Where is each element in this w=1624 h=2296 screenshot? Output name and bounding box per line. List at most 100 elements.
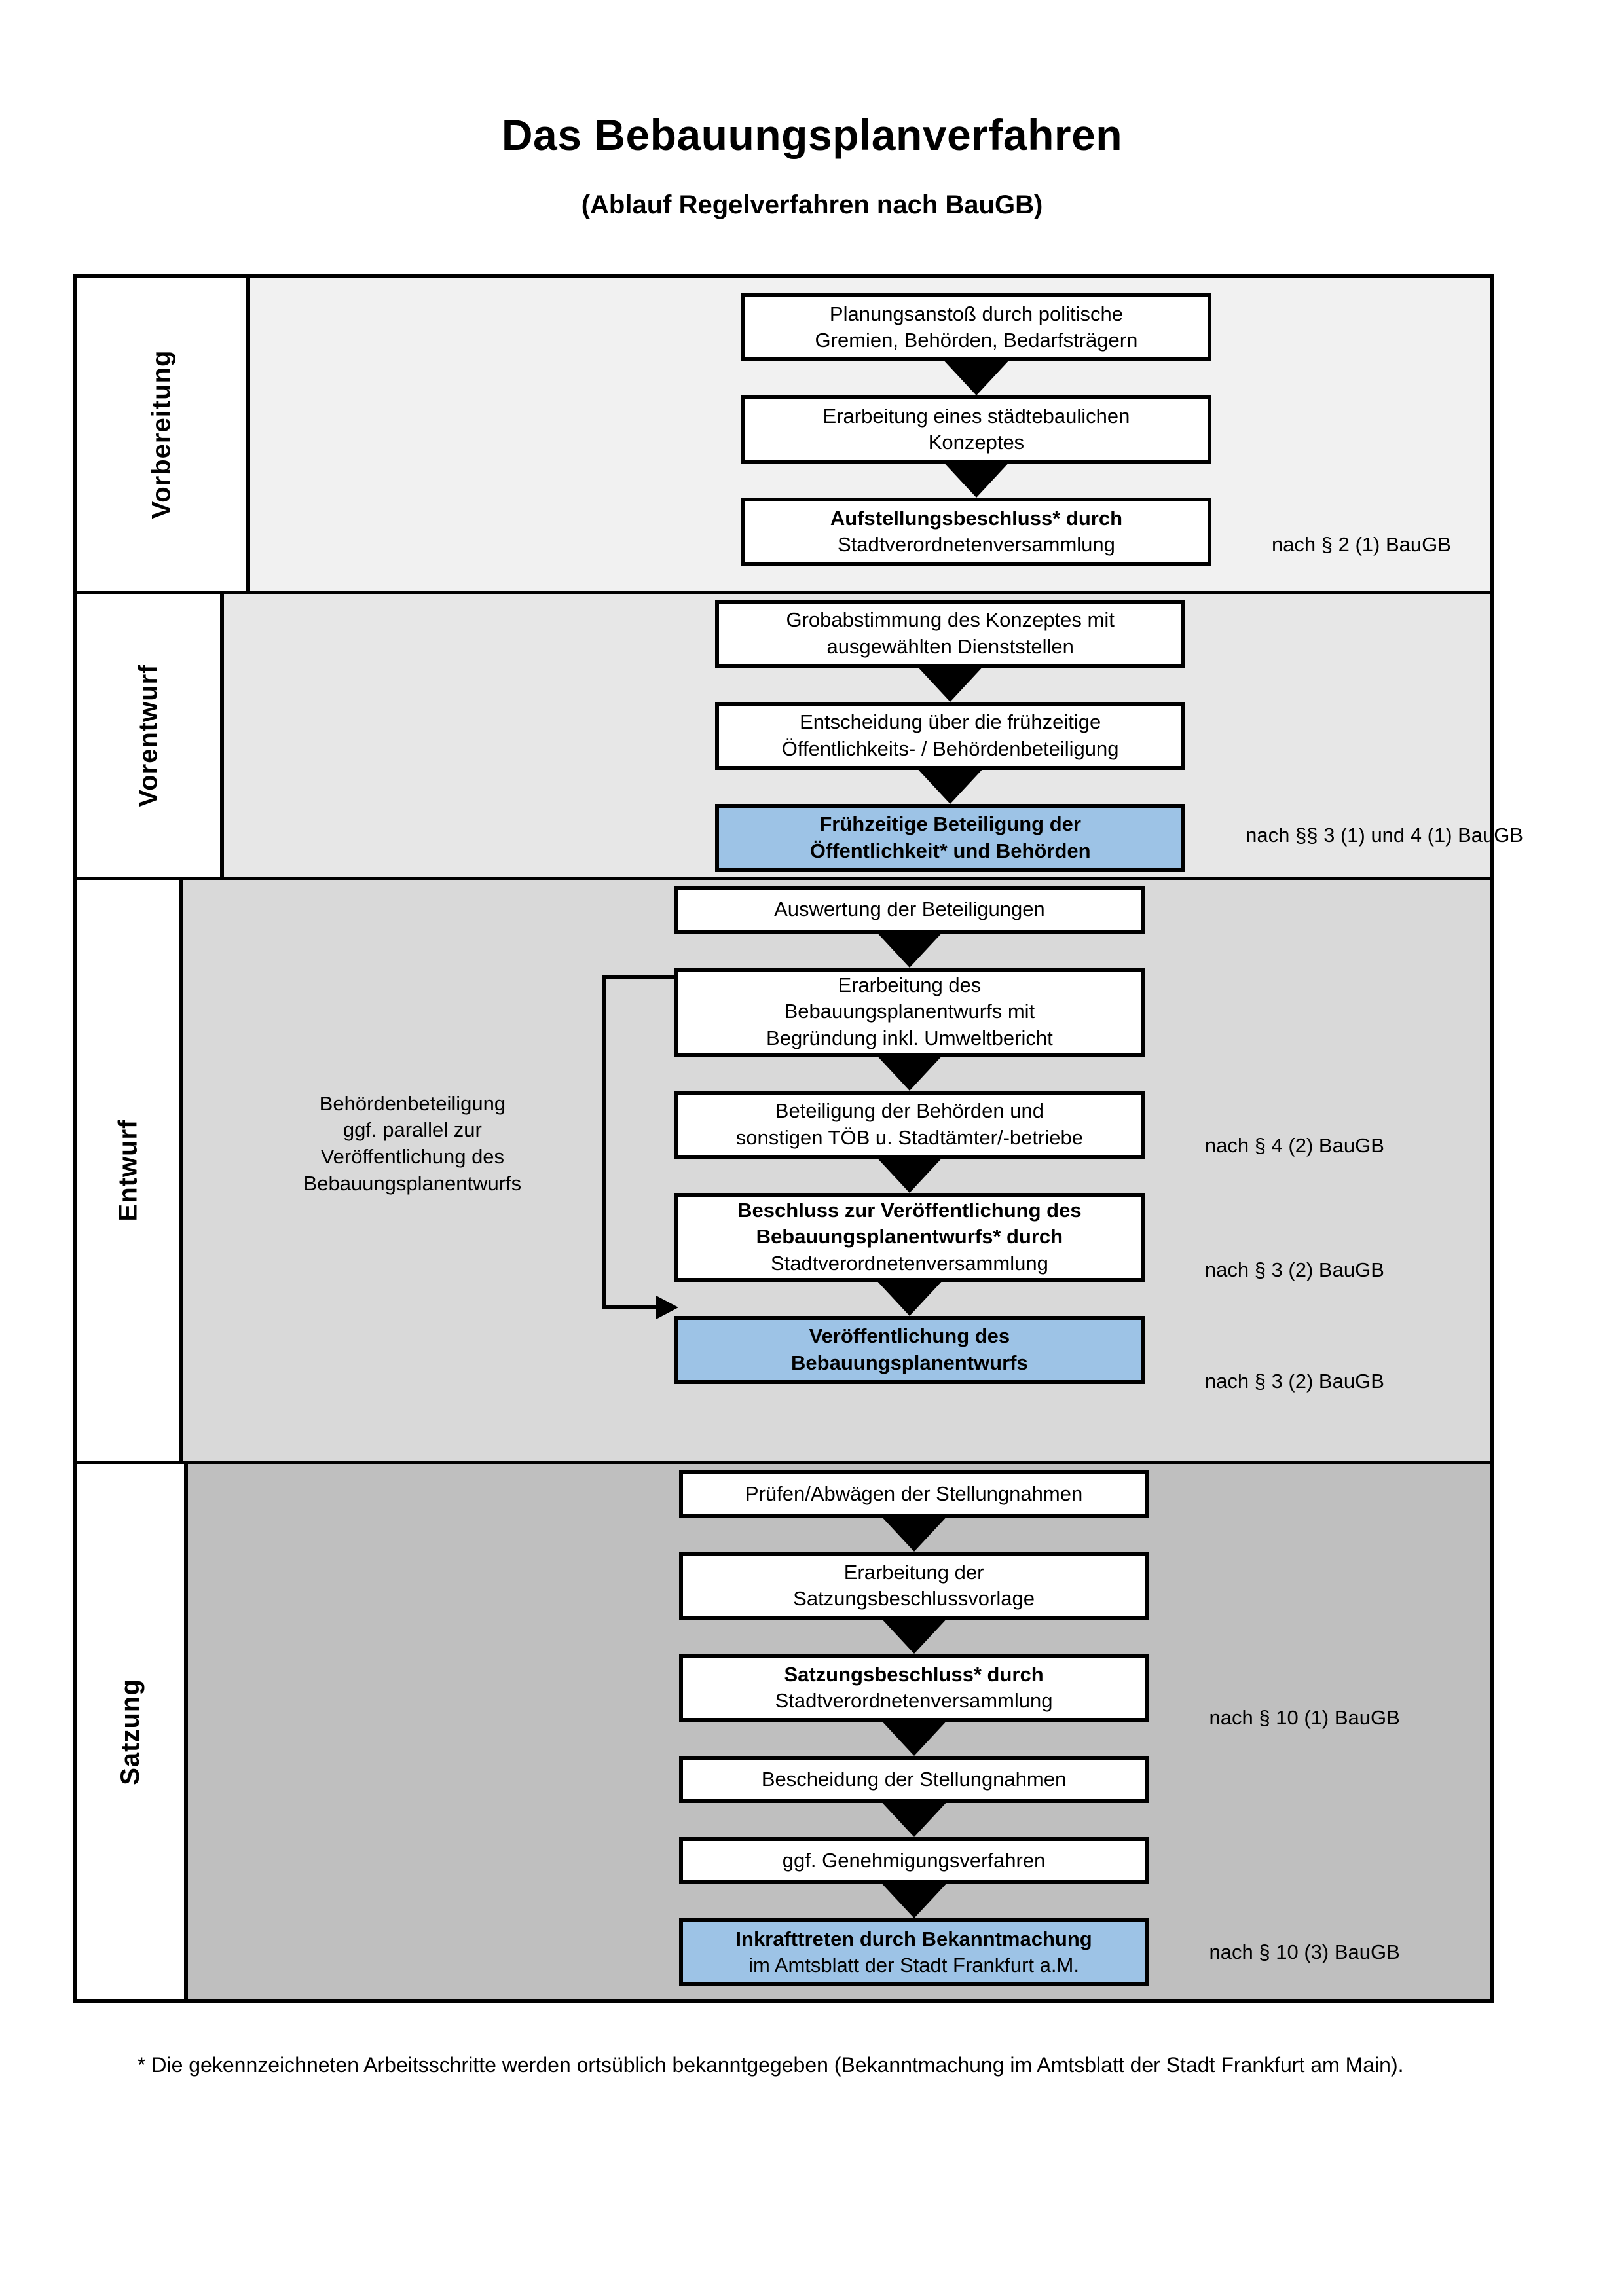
flow-arrow-down-icon: [741, 464, 1211, 498]
node-line: Bebauungsplanentwurfs mit: [784, 1000, 1035, 1023]
sidenote-line: Bebauungsplanentwurfs: [303, 1172, 522, 1195]
node-line: Bebauungsplanentwurfs: [791, 1351, 1028, 1374]
legal-reference: nach § 10 (3) BauGB: [1209, 1941, 1400, 1964]
phase-body-vorbereitung: Planungsanstoß durch politische Gremien,…: [249, 278, 1490, 591]
flow-arrow-down-icon: [741, 361, 1211, 395]
parallel-branch-connector: [602, 975, 678, 1319]
node-line: Stadtverordnetenversammlung: [837, 533, 1115, 556]
node-line: Satzungsbeschlussvorlage: [793, 1587, 1035, 1611]
node-line: im Amtsblatt der Stadt Frankfurt a.M.: [748, 1954, 1079, 1977]
node-line: Planungsanstoß durch politische: [829, 302, 1123, 325]
legal-reference: nach §§ 3 (1) und 4 (1) BauGB: [1246, 823, 1524, 847]
flow-arrow-down-icon: [715, 770, 1185, 804]
node-line: ggf. Genehmigungsverfahren: [782, 1849, 1046, 1872]
legal-reference: nach § 2 (1) BauGB: [1271, 533, 1451, 556]
node-line: Erarbeitung eines städtebaulichen: [822, 404, 1130, 428]
footnote: * Die gekennzeichneten Arbeitsschritte w…: [138, 2053, 1404, 2077]
node-line: Bebauungsplanentwurfs* durch: [756, 1225, 1063, 1248]
node-line: Inkrafttreten durch Bekanntmachung: [735, 1927, 1092, 1950]
phase-label-satzung: Satzung: [77, 1464, 188, 1999]
flow-node-planungsanstoss[interactable]: Planungsanstoß durch politische Gremien,…: [741, 293, 1211, 361]
flow-node-bescheidung-stellungnahmen[interactable]: Bescheidung der Stellungnahmen: [678, 1756, 1149, 1804]
node-line: Gremien, Behörden, Bedarfsträgern: [815, 329, 1138, 352]
node-line: Bescheidung der Stellungnahmen: [761, 1768, 1067, 1791]
node-line: Öffentlichkeits- / Behördenbeteiligung: [781, 737, 1119, 760]
sidenote-line: ggf. parallel zur: [342, 1118, 482, 1142]
page-subtitle: (Ablauf Regelverfahren nach BauGB): [581, 190, 1043, 219]
phase-band-entwurf: Entwurf Behördenbeteiligung ggf. paralle…: [77, 879, 1490, 1465]
node-line: Erarbeitung der: [843, 1560, 984, 1584]
node-line: Konzeptes: [928, 431, 1025, 454]
node-line: Frühzeitige Beteiligung der: [819, 812, 1081, 836]
flow-arrow-down-icon: [679, 1518, 1149, 1552]
flow-node-beschluss-veroeffentlichung[interactable]: Beschluss zur Veröffentlichung des Bebau…: [674, 1192, 1145, 1282]
connector-segment-vertical: [602, 975, 606, 1309]
node-line: Aufstellungsbeschluss* durch: [830, 506, 1122, 530]
connector-segment-top: [602, 975, 678, 979]
flow-arrow-down-icon: [679, 1884, 1149, 1918]
sidenote-line: Veröffentlichung des: [320, 1145, 505, 1169]
flow-node-entscheidung-fruehzeitige-beteiligung[interactable]: Entscheidung über die frühzeitige Öffent…: [715, 701, 1186, 770]
flow-node-veroeffentlichung-entwurf[interactable]: Veröffentlichung des Bebauungsplanentwur…: [674, 1315, 1145, 1384]
flow-node-staedtebauliches-konzept[interactable]: Erarbeitung eines städtebaulichen Konzep…: [741, 395, 1211, 464]
phase-label-text: Vorbereitung: [147, 350, 176, 519]
flow-node-satzungsbeschluss[interactable]: Satzungsbeschluss* durch Stadtverordnete…: [678, 1654, 1149, 1722]
sidenote-behoerdenbeteiligung: Behördenbeteiligung ggf. parallel zur Ve…: [268, 1091, 557, 1198]
flow-node-genehmigungsverfahren[interactable]: ggf. Genehmigungsverfahren: [678, 1837, 1149, 1885]
flow-node-fruehzeitige-beteiligung[interactable]: Frühzeitige Beteiligung der Öffentlichke…: [715, 803, 1186, 872]
phase-label-vorentwurf: Vorentwurf: [77, 594, 225, 877]
node-line: Auswertung der Beteiligungen: [774, 898, 1045, 921]
node-line: Erarbeitung des: [838, 974, 982, 997]
node-line: Stadtverordnetenversammlung: [770, 1251, 1048, 1275]
flow-arrow-down-icon: [715, 668, 1185, 702]
flow-arrow-down-icon: [679, 1620, 1149, 1654]
legal-reference: nach § 3 (2) BauGB: [1204, 1258, 1384, 1281]
flow-arrow-down-icon: [674, 934, 1145, 968]
flow-column-vorentwurf: Grobabstimmung des Konzeptes mit ausgewä…: [715, 599, 1186, 872]
node-line: Grobabstimmung des Konzeptes mit: [786, 608, 1115, 632]
node-line: Beschluss zur Veröffentlichung des: [737, 1199, 1082, 1222]
node-line: Prüfen/Abwägen der Stellungnahmen: [745, 1482, 1083, 1506]
flow-node-beteiligung-behoerden-toeb[interactable]: Beteiligung der Behörden und sonstigen T…: [674, 1090, 1145, 1159]
phase-body-satzung: Prüfen/Abwägen der Stellungnahmen Erarbe…: [187, 1464, 1490, 1999]
phase-label-text: Entwurf: [113, 1119, 143, 1222]
phase-body-vorentwurf: Grobabstimmung des Konzeptes mit ausgewä…: [224, 594, 1523, 877]
node-line: sonstigen TÖB u. Stadtämter/-betriebe: [735, 1125, 1083, 1149]
phase-band-satzung: Satzung Prüfen/Abwägen der Stellungnahme…: [77, 1464, 1490, 1999]
flow-node-erarbeitung-bebauungsplanentwurf[interactable]: Erarbeitung des Bebauungsplanentwurfs mi…: [674, 967, 1145, 1057]
sidenote-line: Behördenbeteiligung: [319, 1091, 506, 1115]
flow-column-vorbereitung: Planungsanstoß durch politische Gremien,…: [741, 293, 1211, 566]
flow-node-erarbeitung-satzungsbeschlussvorlage[interactable]: Erarbeitung der Satzungsbeschlussvorlage: [678, 1552, 1149, 1620]
flow-node-grobabstimmung[interactable]: Grobabstimmung des Konzeptes mit ausgewä…: [715, 599, 1186, 668]
title-block: Das Bebauungsplanverfahren (Ablauf Regel…: [0, 0, 1624, 219]
process-flowchart: Vorbereitung Planungsanstoß durch politi…: [73, 274, 1523, 2003]
flow-arrow-down-icon: [679, 1803, 1149, 1837]
page-title: Das Bebauungsplanverfahren: [501, 111, 1123, 159]
node-line: Satzungsbeschluss* durch: [784, 1662, 1044, 1686]
phase-label-vorbereitung: Vorbereitung: [77, 278, 250, 591]
flow-node-aufstellungsbeschluss[interactable]: Aufstellungsbeschluss* durch Stadtverord…: [741, 498, 1211, 566]
flow-node-inkrafttreten[interactable]: Inkrafttreten durch Bekanntmachung im Am…: [678, 1918, 1149, 1987]
phase-label-entwurf: Entwurf: [77, 879, 183, 1461]
flow-arrow-down-icon: [674, 1282, 1145, 1316]
legal-reference: nach § 10 (1) BauGB: [1209, 1706, 1400, 1730]
flow-node-auswertung-beteiligungen[interactable]: Auswertung der Beteiligungen: [674, 886, 1145, 934]
node-line: Öffentlichkeit* und Behörden: [809, 839, 1091, 862]
legal-reference: nach § 3 (2) BauGB: [1204, 1369, 1384, 1393]
node-line: ausgewählten Dienststellen: [826, 634, 1074, 658]
flow-node-pruefen-abwaegen[interactable]: Prüfen/Abwägen der Stellungnahmen: [678, 1470, 1149, 1518]
node-line: Begründung inkl. Umweltbericht: [766, 1026, 1053, 1049]
connector-segment-bottom: [602, 1305, 660, 1309]
flow-arrow-down-icon: [679, 1722, 1149, 1756]
phase-label-text: Vorentwurf: [134, 664, 163, 807]
node-line: Stadtverordnetenversammlung: [775, 1689, 1053, 1713]
node-line: Beteiligung der Behörden und: [775, 1099, 1044, 1123]
phase-band-vorbereitung: Vorbereitung Planungsanstoß durch politi…: [77, 278, 1490, 594]
flow-arrow-down-icon: [674, 1057, 1145, 1091]
phase-band-vorentwurf: Vorentwurf Grobabstimmung des Konzeptes …: [77, 594, 1523, 880]
flow-arrow-down-icon: [674, 1159, 1145, 1193]
phase-body-entwurf: Behördenbeteiligung ggf. parallel zur Ve…: [183, 879, 1490, 1461]
node-line: Veröffentlichung des: [809, 1324, 1010, 1348]
flow-column-entwurf: Auswertung der Beteiligungen Erarbeitung…: [674, 886, 1145, 1384]
node-line: Entscheidung über die frühzeitige: [800, 710, 1101, 734]
